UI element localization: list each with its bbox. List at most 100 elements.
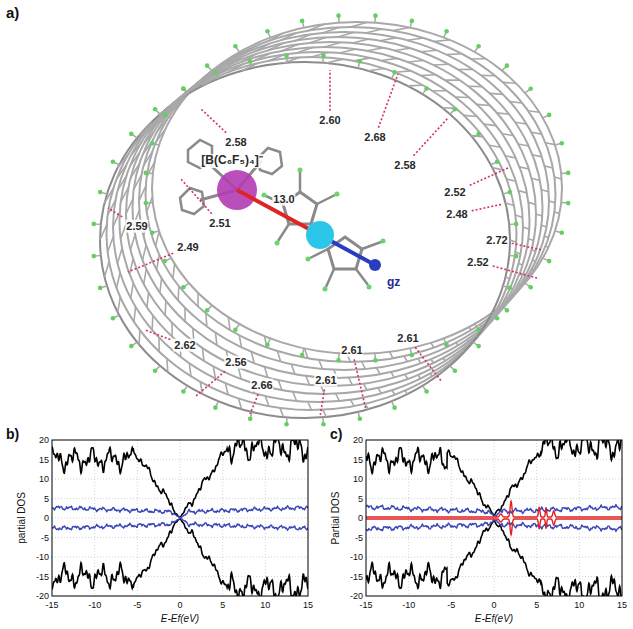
tube-bond	[351, 22, 368, 27]
tube-bond	[151, 315, 153, 330]
dos-curve	[52, 506, 308, 518]
hydrogen-atom	[92, 254, 97, 259]
hydrogen-atom	[233, 327, 238, 332]
tube-bond	[254, 43, 270, 51]
tube-bond	[545, 236, 549, 237]
tube-bond	[377, 368, 381, 374]
hydrogen-atom	[566, 171, 571, 176]
tube-bond	[308, 24, 325, 31]
methyl-groups	[266, 172, 381, 287]
tube-bond	[408, 84, 423, 86]
tube-bond	[131, 283, 134, 298]
tube-bond	[441, 370, 442, 372]
tube-bond	[464, 115, 477, 116]
tick-label: -5	[133, 600, 141, 610]
tube-bond	[518, 283, 520, 285]
tube-bond	[304, 348, 307, 358]
tube-bond	[239, 335, 241, 347]
tube-bond	[510, 102, 522, 103]
hydrogen-atom	[213, 70, 218, 75]
tube-bond	[515, 292, 516, 294]
tube-bond	[323, 27, 340, 33]
hydrogen-atom	[181, 86, 186, 91]
tube-bond	[394, 48, 410, 50]
grid-line	[451, 440, 452, 596]
tube-bond	[505, 297, 507, 299]
tube-bond	[368, 69, 384, 71]
tube-bond	[496, 314, 498, 316]
tick-label: -5	[41, 532, 49, 542]
tube-bond	[506, 179, 515, 181]
dos-curve	[366, 440, 622, 516]
dos-curve	[52, 518, 308, 530]
hydrogen-atom	[213, 405, 218, 410]
tube-bond	[312, 52, 329, 57]
distance-label: 2.56	[224, 356, 247, 369]
hydrogen-atom	[284, 422, 289, 427]
tube-bond	[130, 259, 134, 274]
contact-line	[200, 108, 226, 133]
molecule	[180, 140, 386, 292]
tube-bond	[144, 269, 147, 284]
hydrogen-atom	[265, 29, 270, 34]
hydrogen-atom	[453, 369, 458, 374]
tube-bond	[117, 248, 122, 263]
contact-line	[250, 394, 258, 414]
tube-bond	[238, 398, 241, 409]
tube-bond	[365, 29, 382, 33]
tube-bond	[117, 273, 121, 288]
tube-bond	[157, 255, 160, 270]
tube-bond	[531, 269, 533, 271]
hydrogen-atom	[98, 190, 103, 195]
tube-bond	[431, 343, 434, 348]
tube-ring	[133, 37, 543, 378]
tick-label: -15	[350, 571, 363, 581]
tick-label: 0	[491, 600, 496, 610]
tube-bond	[519, 263, 523, 265]
distance-label: 2.59	[125, 220, 148, 233]
hydrogen-atom	[559, 230, 564, 235]
hydrogen-atom	[424, 86, 429, 91]
tube-bond	[362, 362, 366, 369]
tube-bond	[489, 321, 490, 323]
tick-label: 0	[44, 513, 49, 523]
grid-line	[408, 440, 409, 596]
panel-letter: b)	[6, 426, 19, 442]
tube-bond	[339, 49, 356, 53]
plot-ground	[366, 440, 622, 596]
tube-bond	[228, 317, 230, 330]
dos-curve	[366, 519, 622, 535]
tube-bond	[269, 54, 286, 61]
hydrogen-atom	[476, 132, 481, 137]
tube-bond	[336, 394, 340, 401]
tube-bond	[352, 39, 369, 43]
hydrogen-atom	[336, 358, 341, 363]
tube-bond	[510, 240, 516, 242]
tube-bond	[265, 396, 268, 406]
tube-bond	[164, 301, 166, 315]
tube-ring	[100, 62, 510, 418]
distance-label: 2.66	[250, 379, 273, 392]
tick-label: 15	[303, 600, 313, 610]
tube-bond	[475, 335, 477, 336]
tube-bond	[421, 50, 437, 52]
hydrogen-atom	[424, 389, 429, 394]
hydrogen-atom	[336, 13, 341, 18]
tube-bond	[118, 297, 121, 312]
tick-label: -15	[36, 571, 49, 581]
contact-line	[320, 389, 324, 417]
tube-bond	[297, 47, 314, 53]
tube-bond	[532, 178, 540, 180]
tick-label: -20	[350, 591, 363, 601]
grid-line	[52, 498, 308, 499]
nanotube	[92, 13, 571, 426]
tube-ring	[126, 42, 536, 386]
hydrogen-atom	[476, 44, 481, 49]
tube-bond	[178, 89, 191, 101]
tube-bond	[483, 329, 485, 331]
tube-bond	[405, 374, 408, 379]
tube-bond	[319, 360, 323, 369]
grid-line	[222, 440, 223, 596]
tube-bond	[156, 129, 166, 143]
tube-bond	[325, 42, 342, 47]
